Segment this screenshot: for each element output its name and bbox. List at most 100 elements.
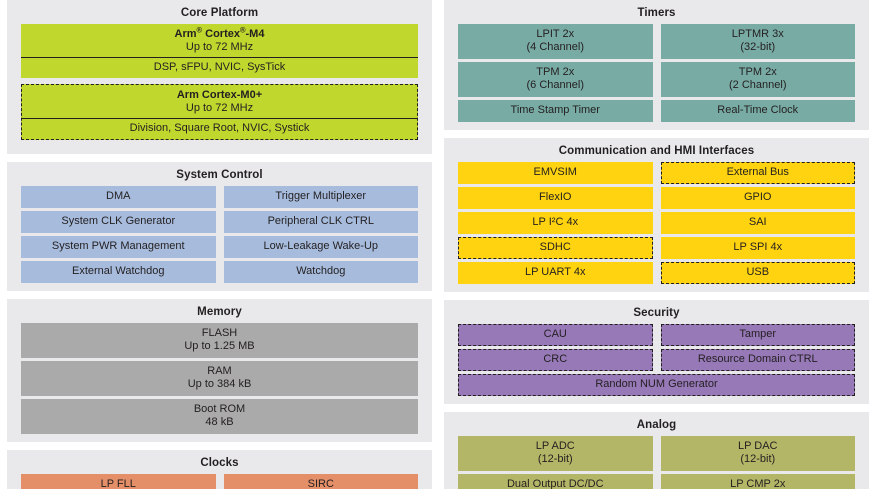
block-external-watchdog[interactable]: External Watchdog bbox=[21, 261, 216, 283]
block-usb[interactable]: USB bbox=[660, 262, 855, 284]
block-sirc[interactable]: SIRC2/8 MHz bbox=[223, 474, 418, 489]
core-divider bbox=[22, 118, 417, 119]
block-lp-i-c-4x[interactable]: LP I²C 4x bbox=[458, 212, 653, 234]
block-sublabel: (2 Channel) bbox=[729, 79, 787, 91]
block-row: Random NUM Generator bbox=[458, 374, 855, 396]
block-row: System CLK Generator Peripheral CLK CTRL bbox=[21, 211, 418, 233]
core-divider bbox=[21, 57, 418, 58]
block-lp-cmp-2x[interactable]: LP CMP 2x bbox=[660, 474, 855, 489]
block-resource-domain-ctrl[interactable]: Resource Domain CTRL bbox=[660, 349, 855, 371]
block-label: Random NUM Generator bbox=[595, 378, 718, 390]
block-sdhc[interactable]: SDHC bbox=[458, 237, 653, 259]
block-row: System PWR Management Low-Leakage Wake-Up bbox=[21, 236, 418, 258]
block-sai[interactable]: SAI bbox=[660, 212, 855, 234]
block-sublabel: Up to 384 kB bbox=[187, 378, 252, 390]
clocks-rows: LP FLL48/72 MHzSIRC2/8 MHzFIRC48/52/56/6… bbox=[21, 474, 418, 489]
core-features: DSP, sFPU, NVIC, SysTick bbox=[153, 61, 286, 73]
block-label: DMA bbox=[106, 190, 131, 202]
block-label: RAM bbox=[207, 365, 232, 377]
block-row: CRC Resource Domain CTRL bbox=[458, 349, 855, 371]
block-lp-fll[interactable]: LP FLL48/72 MHz bbox=[21, 474, 216, 489]
block-lp-dac[interactable]: LP DAC(12-bit) bbox=[660, 436, 855, 471]
block-label: Boot ROM bbox=[193, 403, 246, 415]
block-low-leakage-wake-up[interactable]: Low-Leakage Wake-Up bbox=[223, 236, 418, 258]
block-random-num-generator[interactable]: Random NUM Generator bbox=[458, 374, 855, 396]
block-row: FlexIO GPIO bbox=[458, 187, 855, 209]
block-row: LP I²C 4x SAI bbox=[458, 212, 855, 234]
panel-title-system-control: System Control bbox=[176, 169, 263, 181]
block-lp-uart-4x[interactable]: LP UART 4x bbox=[458, 262, 653, 284]
block-label: Resource Domain CTRL bbox=[697, 353, 818, 365]
block-lptmr-3x[interactable]: LPTMR 3x(32-bit) bbox=[660, 24, 855, 59]
block-sublabel: (6 Channel) bbox=[526, 79, 584, 91]
block-label: LPTMR 3x bbox=[731, 28, 784, 40]
block-label: System CLK Generator bbox=[61, 215, 176, 227]
block-trigger-multiplexer[interactable]: Trigger Multiplexer bbox=[223, 186, 418, 208]
panel-title-core-platform: Core Platform bbox=[180, 7, 259, 19]
block-real-time-clock[interactable]: Real-Time Clock bbox=[660, 100, 855, 122]
block-label: LP ADC bbox=[535, 440, 575, 452]
block-row: Time Stamp Timer Real-Time Clock bbox=[458, 100, 855, 122]
block-label: LPIT 2x bbox=[536, 28, 575, 40]
block-sublabel: (4 Channel) bbox=[526, 41, 584, 53]
block-peripheral-clk-ctrl[interactable]: Peripheral CLK CTRL bbox=[223, 211, 418, 233]
block-row: LPIT 2x(4 Channel)LPTMR 3x(32-bit) bbox=[458, 24, 855, 59]
block-gpio[interactable]: GPIO bbox=[660, 187, 855, 209]
block-label: LP SPI 4x bbox=[733, 241, 783, 253]
block-external-bus[interactable]: External Bus bbox=[660, 162, 855, 184]
block-time-stamp-timer[interactable]: Time Stamp Timer bbox=[458, 100, 653, 122]
block-lpit-2x[interactable]: LPIT 2x(4 Channel) bbox=[458, 24, 653, 59]
block-watchdog[interactable]: Watchdog bbox=[223, 261, 418, 283]
block-crc[interactable]: CRC bbox=[458, 349, 653, 371]
block-label: System PWR Management bbox=[51, 240, 185, 252]
block-label: Time Stamp Timer bbox=[510, 104, 600, 116]
block-row: CAU Tamper bbox=[458, 324, 855, 346]
block-system-clk-generator[interactable]: System CLK Generator bbox=[21, 211, 216, 233]
block-emvsim[interactable]: EMVSIM bbox=[458, 162, 653, 184]
block-lp-adc[interactable]: LP ADC(12-bit) bbox=[458, 436, 653, 471]
block-cau[interactable]: CAU bbox=[458, 324, 653, 346]
block-row: LP FLL48/72 MHz SIRC2/8 MHz bbox=[21, 474, 418, 489]
block-sublabel: (32-bit) bbox=[740, 41, 776, 53]
panel-analog: Analog LP ADC(12-bit)LP DAC(12-bit)Dual … bbox=[444, 412, 869, 489]
block-tpm-2x[interactable]: TPM 2x(2 Channel) bbox=[660, 62, 855, 97]
panel-title-analog: Analog bbox=[636, 419, 677, 431]
block-row: TPM 2x(6 Channel)TPM 2x(2 Channel) bbox=[458, 62, 855, 97]
block-sublabel: Up to 1.25 MB bbox=[184, 340, 255, 352]
block-label: SDHC bbox=[539, 241, 571, 253]
block-row: DMA Trigger Multiplexer bbox=[21, 186, 418, 208]
block-label: External Watchdog bbox=[71, 265, 165, 277]
block-row: External Watchdog Watchdog bbox=[21, 261, 418, 283]
block-flexio[interactable]: FlexIO bbox=[458, 187, 653, 209]
block-label: SIRC bbox=[307, 478, 334, 489]
panel-title-timers: Timers bbox=[637, 7, 676, 19]
block-label: Real-Time Clock bbox=[717, 104, 799, 116]
block-dual-output-dc-dc[interactable]: Dual Output DC/DC bbox=[458, 474, 653, 489]
core-speed: Up to 72 MHz bbox=[185, 41, 254, 53]
block-system-pwr-management[interactable]: System PWR Management bbox=[21, 236, 216, 258]
block-label: LP UART 4x bbox=[524, 266, 586, 278]
block-label: FLASH bbox=[201, 327, 238, 339]
block-tpm-2x[interactable]: TPM 2x(6 Channel) bbox=[458, 62, 653, 97]
block-label: Dual Output DC/DC bbox=[506, 478, 604, 489]
block-lp-spi-4x[interactable]: LP SPI 4x bbox=[660, 237, 855, 259]
panel-clocks: Clocks LP FLL48/72 MHzSIRC2/8 MHzFIRC48/… bbox=[7, 450, 432, 489]
block-label: Peripheral CLK CTRL bbox=[267, 215, 374, 227]
block-tamper[interactable]: Tamper bbox=[660, 324, 855, 346]
block-dma[interactable]: DMA bbox=[21, 186, 216, 208]
block-sublabel: (12-bit) bbox=[537, 453, 573, 465]
block-label: CRC bbox=[543, 353, 568, 365]
block-label: TPM 2x bbox=[738, 66, 777, 78]
